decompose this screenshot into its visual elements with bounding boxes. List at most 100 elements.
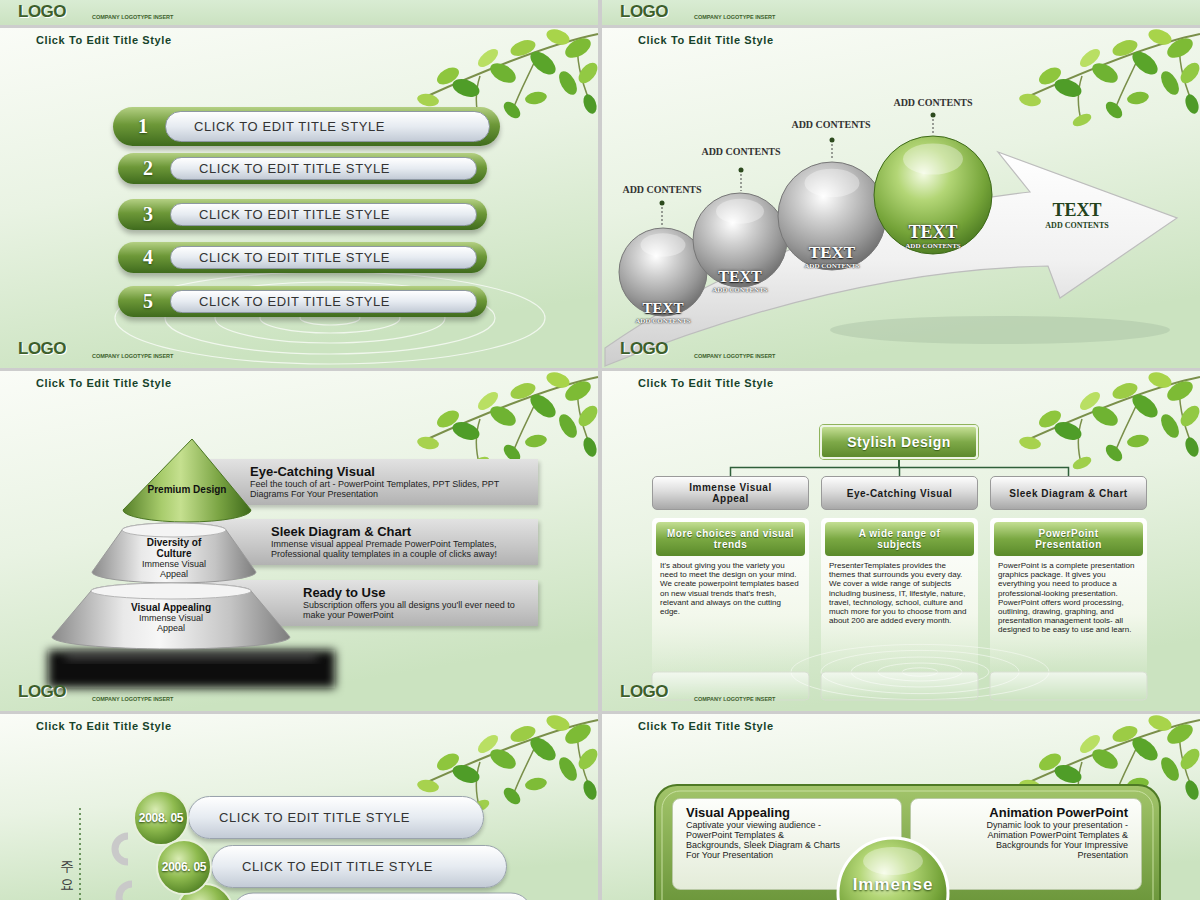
hub-label: Stylish Design	[847, 434, 950, 450]
panel-heading: Visual Appealing	[686, 805, 841, 820]
pyramid-base	[48, 650, 335, 688]
sphere-caption: ADD CONTENTS	[712, 286, 767, 295]
circle-label: Immense	[835, 875, 951, 895]
card-heading: PowerPoint Presentation	[994, 522, 1143, 556]
sphere-highlight	[805, 169, 860, 198]
step-label: CLICK TO EDIT TITLE STYLE	[170, 157, 477, 180]
logo-text: LOGO	[620, 340, 668, 357]
sphere-caption: ADD CONTENTS	[905, 242, 960, 251]
logo-caption: COMPANY LOGOTYPE INSERT	[694, 353, 775, 360]
step-number: 4	[118, 242, 178, 273]
logo-caption: COMPANY LOGOTYPE INSERT	[694, 696, 775, 703]
timeline-label: CLICK TO EDIT TITLE STYLE	[188, 796, 484, 839]
sphere-caption: ADD CONTENTS	[635, 317, 690, 326]
leaf-cluster	[416, 369, 601, 471]
circle-highlight	[863, 847, 923, 875]
vertical-caption: 주요	[60, 858, 74, 894]
date-label: 2006. 05	[155, 838, 213, 896]
tier-body	[52, 583, 290, 649]
slide-background	[602, 714, 1200, 900]
leader-line	[832, 140, 833, 160]
slide-title: Click To Edit Title Style	[36, 720, 172, 733]
timeline-axis	[79, 808, 81, 900]
card-text: It's about giving you the variety you ne…	[656, 556, 805, 616]
step-sphere: TEXTADD CONTENTS	[777, 161, 887, 271]
step-label: CLICK TO EDIT TITLE STYLE	[170, 290, 477, 313]
sphere-title: TEXT	[643, 301, 684, 317]
connector-arc	[115, 836, 128, 862]
leader-dot	[739, 168, 744, 173]
logo-text: LOGO	[620, 683, 668, 700]
band-heading: Eye-Catching Visual	[250, 464, 532, 479]
step-label: CLICK TO EDIT TITLE STYLE	[170, 246, 477, 269]
card-text: PresenterTemplates provides the themes t…	[825, 556, 974, 625]
tier-top	[122, 523, 226, 537]
callout-label: ADD CONTENTS	[791, 119, 870, 131]
tier-body	[92, 523, 256, 583]
leaf-cluster	[1018, 369, 1200, 471]
sphere-highlight	[903, 143, 963, 174]
slide-panel: LOGOCOMPANY LOGOTYPE INSERT	[602, 0, 1200, 25]
step-number: 2	[118, 153, 178, 184]
category-label: Immense Visual Appeal	[671, 482, 790, 504]
logo-text: LOGO	[18, 3, 66, 20]
step-sphere: TEXTADD CONTENTS	[692, 192, 788, 288]
numbered-bar: 3CLICK TO EDIT TITLE STYLE	[118, 199, 487, 230]
leaf-cluster	[1018, 26, 1200, 128]
date-label: 2008. 05	[132, 789, 190, 847]
detail-card: PowerPoint PresentationPowerPoint is a c…	[990, 518, 1147, 678]
slide-title: Click To Edit Title Style	[638, 34, 774, 47]
numbered-bar: 2CLICK TO EDIT TITLE STYLE	[118, 153, 487, 184]
tier-text: Immense Visual Appeal	[125, 613, 217, 633]
step-number: 5	[118, 286, 178, 317]
sphere-highlight	[716, 199, 764, 224]
step-number: 1	[113, 107, 173, 146]
slide-title: Click To Edit Title Style	[36, 34, 172, 47]
slide-background	[0, 0, 598, 25]
connector-line	[731, 459, 900, 476]
card-heading: More choices and visual trends	[656, 522, 805, 556]
callout-label: ADD CONTENTS	[622, 184, 701, 196]
arrow-title: TEXT	[1027, 200, 1127, 220]
slide-panel: Click To Edit Title Style2008. 05CLICK T…	[0, 714, 598, 900]
sphere-title: TEXT	[809, 244, 855, 262]
step-label: CLICK TO EDIT TITLE STYLE	[170, 203, 477, 226]
category-box: Sleek Diagram & Chart	[990, 476, 1147, 510]
sphere-body	[874, 136, 992, 254]
logo-text: LOGO	[18, 340, 66, 357]
logo-caption: COMPANY LOGOTYPE INSERT	[92, 696, 173, 703]
center-circle: Immense	[835, 835, 951, 900]
sphere-caption: ADD CONTENTS	[804, 262, 859, 271]
slide-title: Click To Edit Title Style	[638, 720, 774, 733]
arrow-caption: ADD CONTENTS	[1017, 221, 1137, 231]
detail-card: A wide range of subjectsPresenterTemplat…	[821, 518, 978, 678]
cone-body	[123, 439, 251, 522]
logo-caption: COMPANY LOGOTYPE INSERT	[92, 353, 173, 360]
tier-heading: Visual Appealing	[125, 602, 217, 613]
numbered-bar: 1CLICK TO EDIT TITLE STYLE	[113, 107, 500, 146]
info-band: Eye-Catching VisualFeel the touch of art…	[190, 459, 538, 505]
slide-panel: Click To Edit Title StyleLOGOCOMPANY LOG…	[602, 371, 1200, 711]
band-heading: Ready to Use	[303, 585, 532, 600]
category-label: Sleek Diagram & Chart	[1009, 488, 1127, 499]
numbered-bar: 4CLICK TO EDIT TITLE STYLE	[118, 242, 487, 273]
step-number: 3	[118, 199, 178, 230]
leader-dot	[931, 113, 936, 118]
connector-line	[899, 459, 1069, 476]
category-box: Immense Visual Appeal	[652, 476, 809, 510]
category-label: Eye-Catching Visual	[847, 488, 952, 499]
timeline-pill	[232, 893, 532, 900]
callout-label: ADD CONTENTS	[701, 146, 780, 158]
timeline-entry: 2008. 05CLICK TO EDIT TITLE STYLE	[132, 789, 488, 847]
slide-panel: Click To Edit Title StyleVisual Appealin…	[602, 714, 1200, 900]
leader-line	[933, 115, 934, 134]
sphere-body	[778, 162, 886, 270]
panel-heading: Animation PowerPoint	[961, 805, 1128, 820]
band-text: Immense visual appeal Premade PowerPoint…	[271, 539, 532, 559]
timeline-label: CLICK TO EDIT TITLE STYLE	[211, 845, 507, 888]
slide-background	[0, 714, 598, 900]
slide-panel: Click To Edit Title StyleLOGO COMPANY LOG…	[0, 28, 598, 368]
band-text: Subscription offers you all designs you'…	[303, 600, 532, 620]
step-label: CLICK TO EDIT TITLE STYLE	[165, 111, 490, 142]
